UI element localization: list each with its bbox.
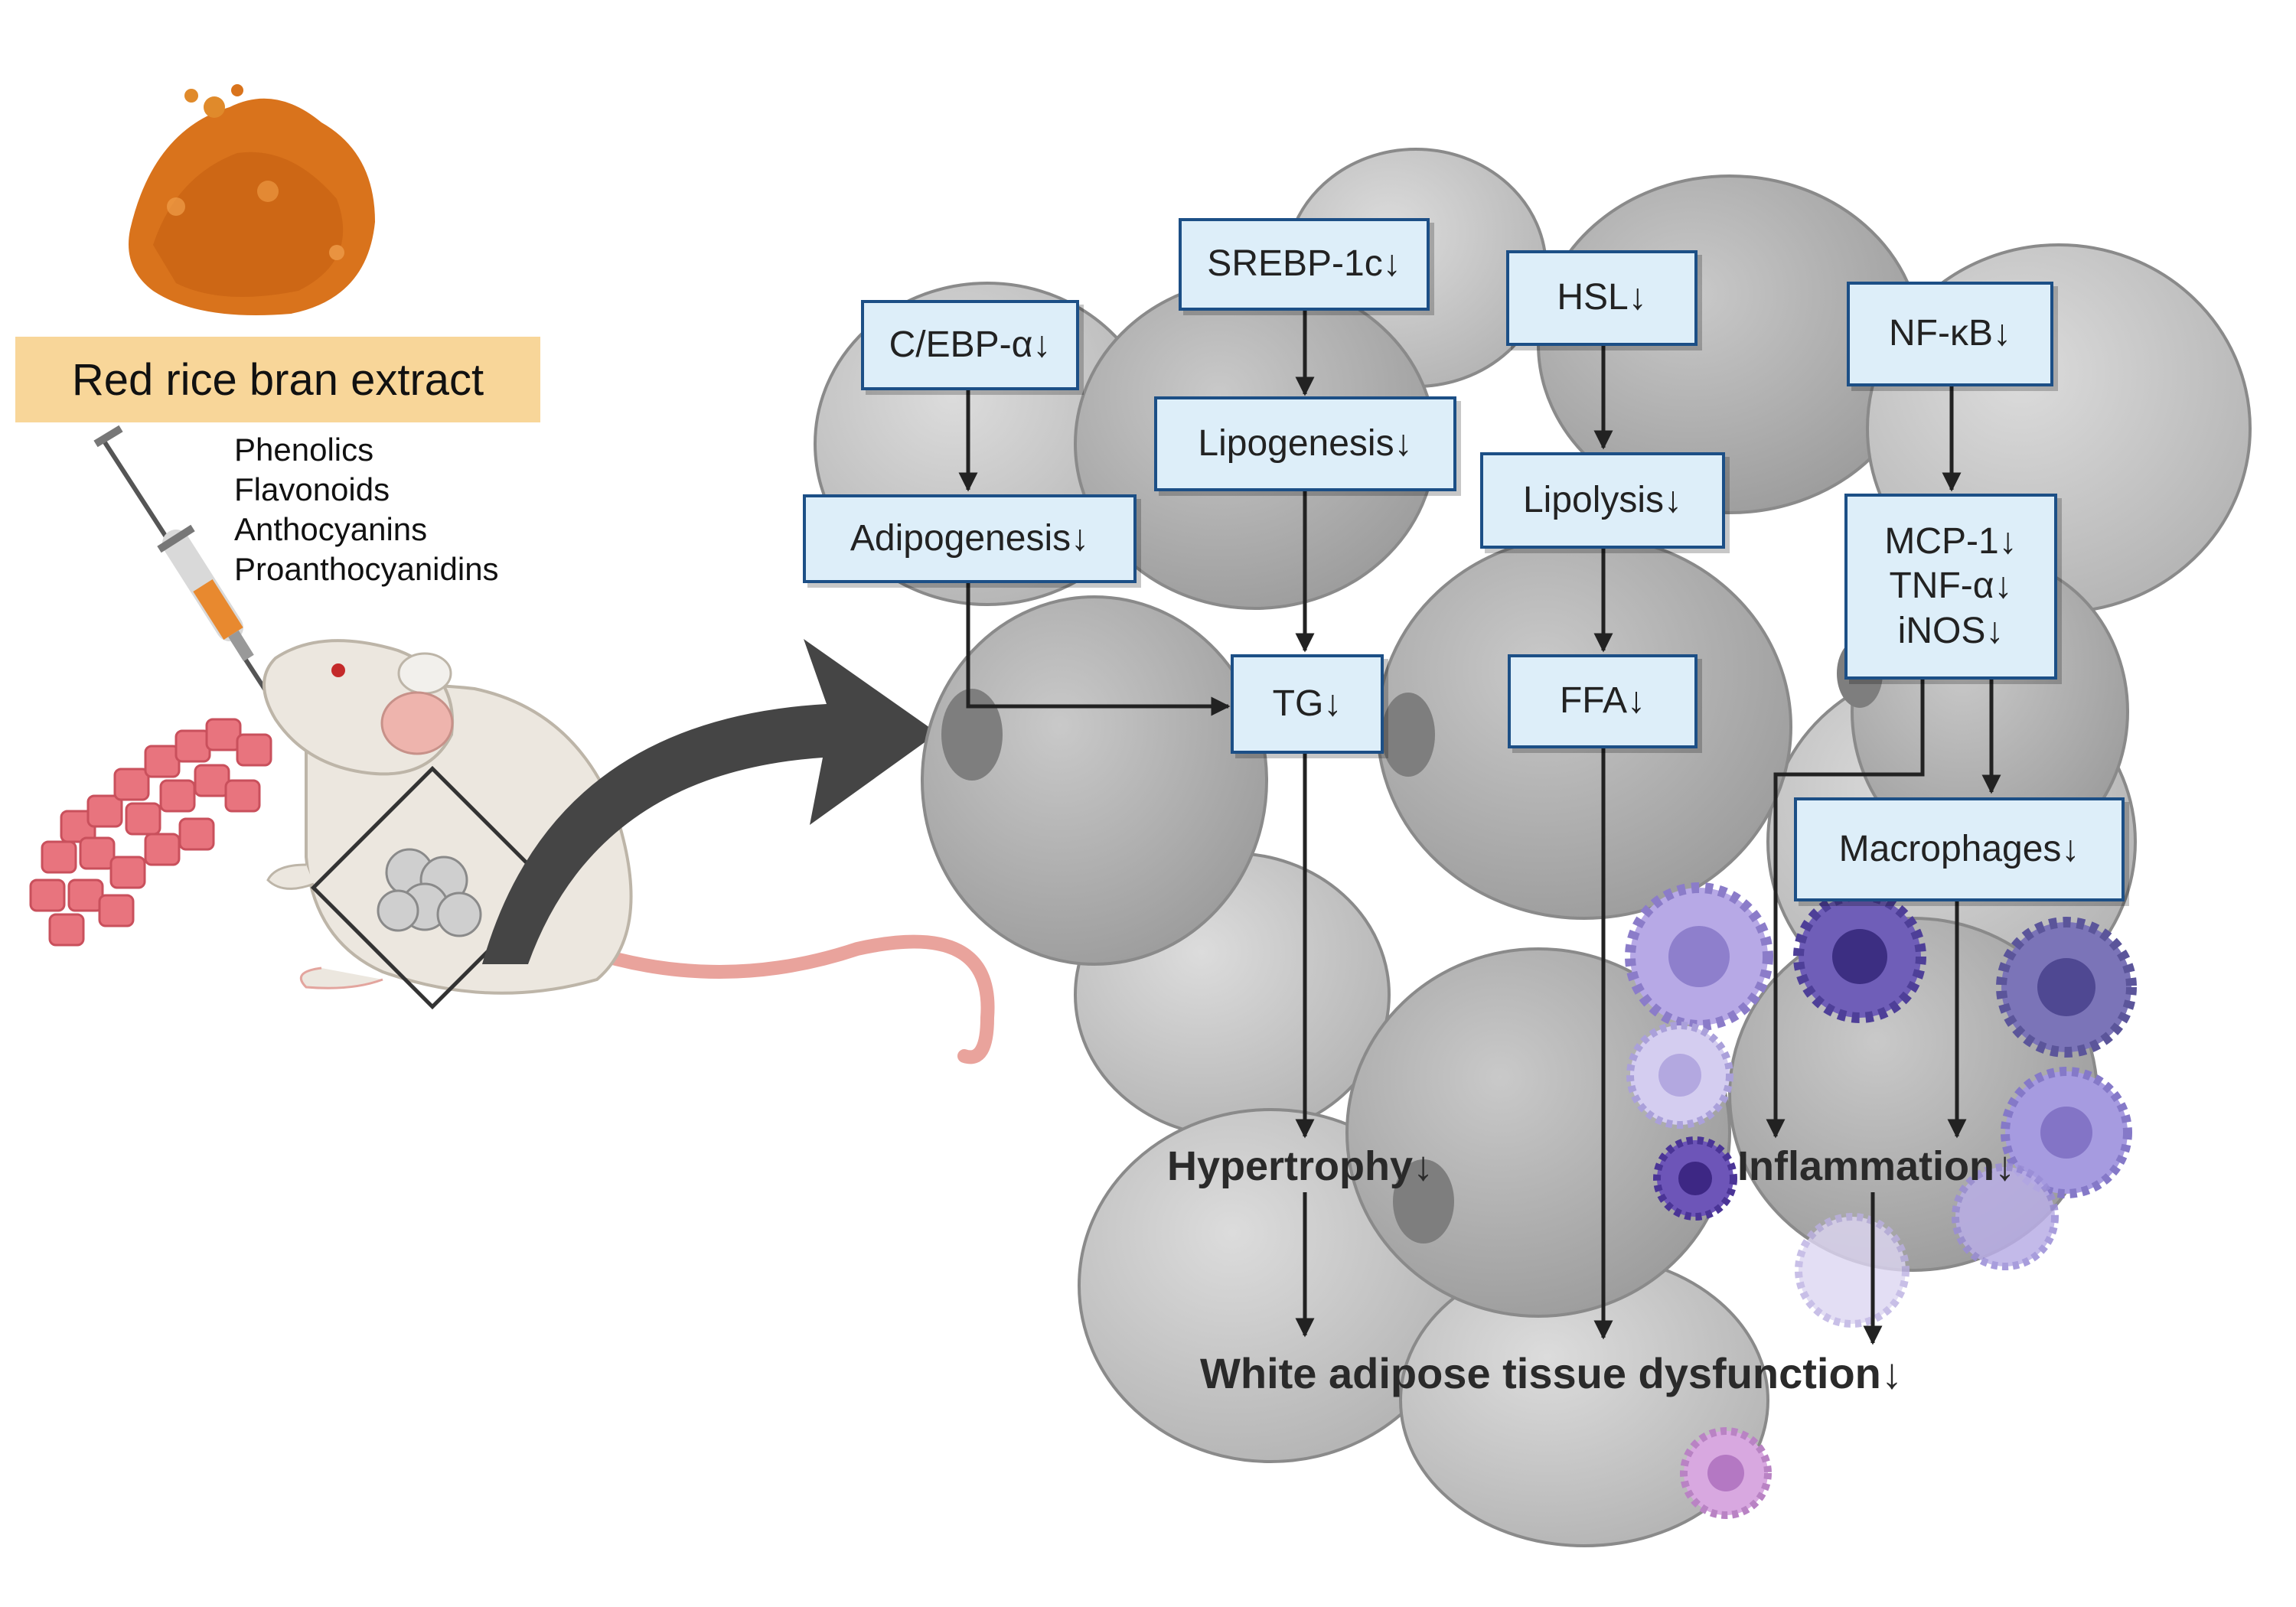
feed-pellets-icon xyxy=(29,718,272,947)
srebp-1c-box: SREBP-1c↓ xyxy=(1179,218,1430,311)
cebpa-box: C/EBP-α↓ xyxy=(861,300,1079,390)
hsl-box: HSL↓ xyxy=(1506,250,1698,346)
ffa-box: FFA↓ xyxy=(1508,654,1698,748)
compound-proanthocyanidins: Proanthocyanidins xyxy=(234,551,499,588)
inflammation-label: Inflammation↓ xyxy=(1737,1143,2016,1189)
mouse-icon xyxy=(263,639,995,1064)
tg-box: TG↓ xyxy=(1231,654,1384,754)
connector-arrows xyxy=(958,311,2001,1345)
syringe-icon xyxy=(93,425,282,713)
cytokines-box: MCP-1↓ TNF-α↓ iNOS↓ xyxy=(1844,494,2057,680)
lipolysis-box: Lipolysis↓ xyxy=(1480,452,1725,549)
red-rice-powder-icon xyxy=(129,84,375,315)
adipogenesis-box: Adipogenesis↓ xyxy=(803,494,1137,583)
compound-list: Phenolics Flavonoids Anthocyanins Proant… xyxy=(234,430,499,589)
cytokine-tnf-a: TNF-α↓ xyxy=(1889,566,2013,607)
wat-dysfunction-label: White adipose tissue dysfunction↓ xyxy=(1200,1349,1903,1397)
macrophages-box: Macrophages↓ xyxy=(1794,797,2125,901)
compound-anthocyanins: Anthocyanins xyxy=(234,511,428,548)
macrophage-cells xyxy=(1625,882,2137,1519)
lipogenesis-box: Lipogenesis↓ xyxy=(1154,396,1456,491)
extract-title: Red rice bran extract xyxy=(15,337,540,422)
compound-phenolics: Phenolics xyxy=(234,432,374,468)
cytokine-inos: iNOS↓ xyxy=(1897,610,2004,651)
nf-kb-box: NF-κB↓ xyxy=(1847,282,2053,386)
compound-flavonoids: Flavonoids xyxy=(234,471,390,508)
curved-arrow xyxy=(482,639,938,964)
hypertrophy-label: Hypertrophy↓ xyxy=(1167,1143,1434,1189)
cytokine-mcp-1: MCP-1↓ xyxy=(1884,520,2017,562)
